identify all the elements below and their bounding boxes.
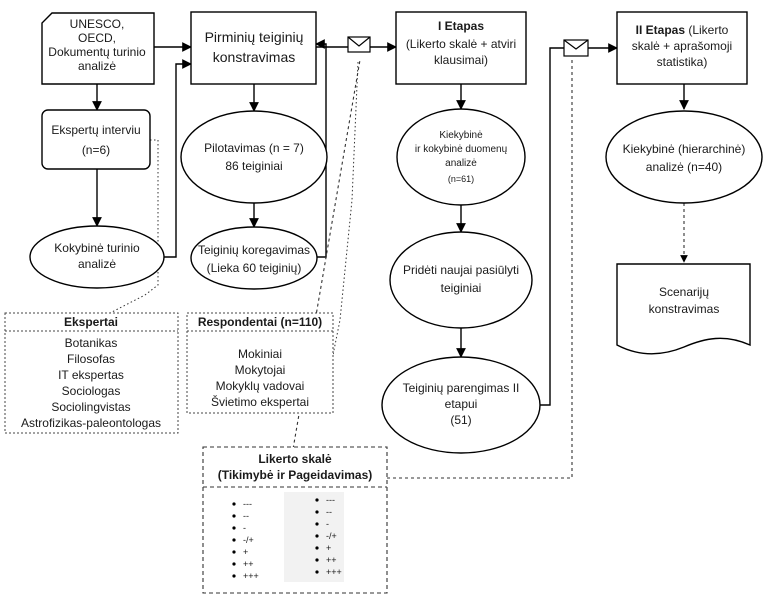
likert-box: Likerto skalė (Tikimybė ir Pageidavimas)…: [202, 446, 388, 594]
expert-item: Filosofas: [67, 352, 115, 366]
expert-item: Botanikas: [65, 336, 118, 350]
likert-scale-item: --: [326, 507, 332, 517]
experts-table: Ekspertai Botanikas Filosofas IT ekspert…: [4, 312, 179, 434]
node-scenarios-line: konstravimas: [649, 302, 720, 316]
node-prepare-line: etapui: [445, 397, 478, 411]
respondent-item: Mokiniai: [238, 347, 282, 361]
node-analysis1-line: analizė: [445, 158, 477, 169]
expert-item: Sociolingvistas: [51, 400, 130, 414]
likert-scale-item: -: [326, 519, 329, 529]
node-sources-line: OECD,: [78, 31, 116, 45]
likert-scale-item: ---: [326, 495, 335, 505]
node-pilot-line: Pilotavimas (n = 7): [204, 141, 304, 155]
node-qualitative-analysis: Kokybinė turinio analizė: [29, 225, 165, 289]
node-pilot: Pilotavimas (n = 7) 86 teiginiai: [180, 110, 328, 204]
envelope-icon: [563, 39, 589, 57]
node-stage1-line: (Likerto skalė + atviri: [406, 37, 516, 51]
likert-scale-item: +++: [326, 567, 342, 577]
node-prepare-stage2: Teiginių parengimas II etapui (51): [381, 356, 541, 454]
respondent-item: Mokytojai: [235, 363, 286, 377]
node-stage1-line: klausimai): [434, 53, 488, 67]
node-add-new: Pridėti naujai pasiūlyti teiginiai: [389, 231, 533, 329]
likert-scale-item: -/+: [243, 535, 254, 545]
envelope-icon: [347, 36, 371, 53]
node-scenarios-line: Scenarijų: [659, 285, 709, 299]
node-primary-line: konstravimas: [213, 49, 295, 65]
node-stage1-line: I Etapas: [438, 19, 484, 33]
node-analysis2-line: Kiekybinė (hierarchinė): [623, 142, 746, 156]
node-correction: Teiginių koregavimas (Lieka 60 teiginių): [190, 226, 318, 290]
node-analysis2: Kiekybinė (hierarchinė) analizė (n=40): [605, 110, 763, 204]
likert-scale-column: --- -- - -/+ + ++ +++: [232, 499, 259, 581]
edges: [92, 39, 689, 479]
node-add-new-line: Pridėti naujai pasiūlyti: [403, 263, 519, 277]
likert-scale-item: -/+: [326, 531, 337, 541]
likert-title: Likerto skalė: [258, 452, 332, 466]
node-prepare-line: Teiginių parengimas II: [403, 381, 520, 395]
node-analysis1-line: ir kokybinė duomenų: [415, 144, 508, 155]
node-stage2-line: skalė + aprašomoji: [632, 39, 732, 53]
node-correction-line: Teiginių koregavimas: [198, 243, 310, 257]
respondents-table: Respondentai (n=110) Mokiniai Mokytojai …: [186, 312, 334, 414]
expert-item: Astrofizikas-paleontologas: [21, 416, 161, 430]
likert-scale-item: ++: [243, 559, 254, 569]
node-sources: UNESCO, OECD, Dokumentų turinio analizė: [41, 12, 155, 85]
node-qualitative-line: Kokybinė turinio: [54, 241, 140, 255]
likert-subtitle: (Tikimybė ir Pageidavimas): [218, 468, 373, 482]
respondent-item: Mokyklų vadovai: [216, 379, 305, 393]
node-expert-interview-line: (n=6): [82, 143, 110, 157]
node-qualitative-line: analizė: [78, 257, 116, 271]
node-sources-line: analizė: [78, 59, 116, 73]
node-stage2-line: II Etapas (Likerto: [636, 23, 729, 37]
node-primary-construction: Pirminių teiginių konstravimas: [190, 11, 317, 85]
node-stage1: I Etapas (Likerto skalė + atviri klausim…: [395, 11, 527, 85]
likert-scale-item: --: [243, 511, 249, 521]
likert-scale-item: -: [243, 523, 246, 533]
node-sources-line: Dokumentų turinio: [48, 45, 146, 59]
node-expert-interview: Ekspertų interviu (n=6): [41, 109, 151, 170]
node-primary-line: Pirminių teiginių: [205, 29, 304, 45]
node-stage2: II Etapas (Likerto skalė + aprašomoji st…: [616, 11, 748, 85]
expert-item: IT ekspertas: [58, 368, 124, 382]
experts-title: Ekspertai: [64, 315, 118, 329]
likert-scale-item: +: [243, 547, 248, 557]
node-stage2-line: statistika): [657, 55, 708, 69]
respondent-item: Švietimo ekspertai: [211, 394, 309, 409]
node-expert-interview-line: Ekspertų interviu: [51, 123, 140, 137]
node-pilot-line: 86 teiginiai: [225, 159, 282, 173]
likert-scale-item: +: [326, 543, 331, 553]
node-sources-line: UNESCO,: [70, 17, 125, 31]
node-add-new-line: teiginiai: [441, 281, 482, 295]
expert-item: Sociologas: [62, 384, 121, 398]
likert-scale-item: ---: [243, 499, 252, 509]
node-analysis2-line: analizė (n=40): [646, 160, 722, 174]
likert-scale-item: +++: [243, 571, 259, 581]
node-analysis1-line: (n=61): [448, 174, 474, 184]
likert-scale-column: --- -- - -/+ + ++ +++: [315, 495, 342, 577]
node-prepare-line: (51): [450, 413, 471, 427]
likert-scale-item: ++: [326, 555, 337, 565]
node-correction-line: (Lieka 60 teiginių): [207, 261, 302, 275]
node-analysis1-line: Kiekybinė: [439, 130, 483, 141]
respondents-title: Respondentai (n=110): [198, 315, 322, 329]
node-scenarios: Scenarijų konstravimas: [616, 263, 751, 355]
node-analysis1: Kiekybinė ir kokybinė duomenų analizė (n…: [396, 108, 526, 206]
